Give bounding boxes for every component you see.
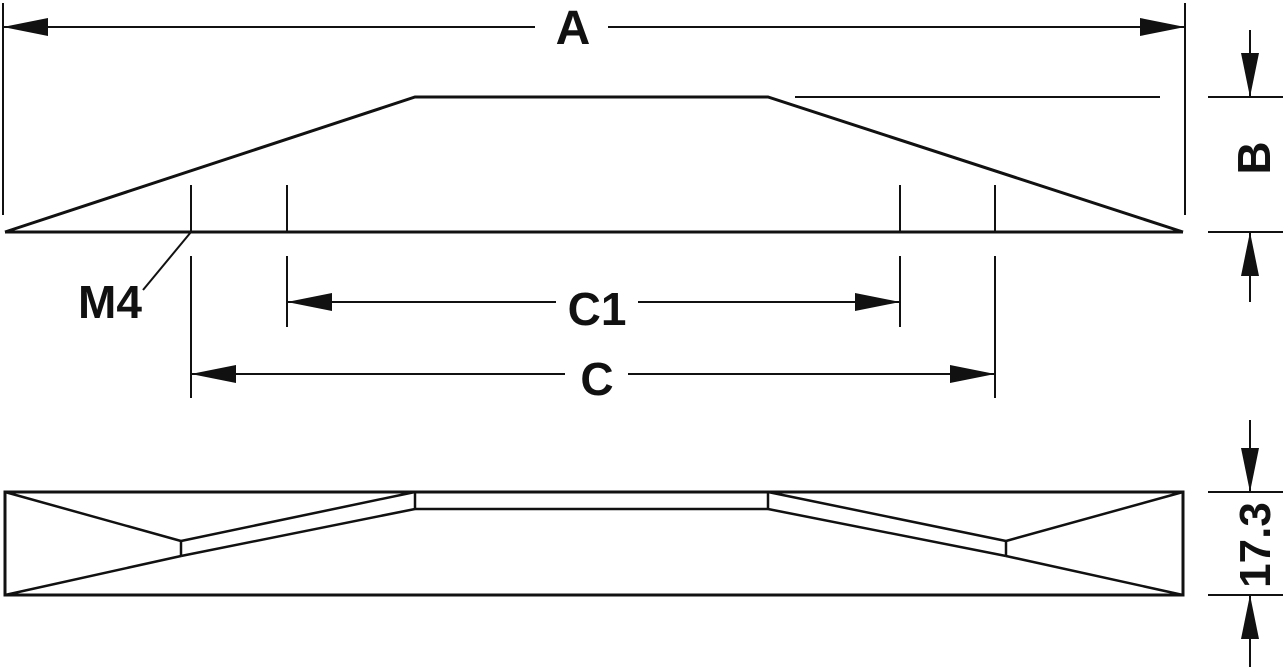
a-arrow-right bbox=[1140, 18, 1185, 36]
c1-arrow-left bbox=[287, 293, 332, 311]
c1-label: C1 bbox=[568, 283, 627, 335]
handle-profile-outline bbox=[4, 95, 1184, 234]
front-view bbox=[3, 490, 1185, 597]
dimension-b: B bbox=[1208, 30, 1283, 302]
front-left-ramp-bottom bbox=[180, 507, 416, 558]
a-arrow-left bbox=[3, 18, 48, 36]
m4-leader-line bbox=[142, 231, 192, 291]
c-arrow-right bbox=[950, 365, 995, 383]
a-label: A bbox=[556, 2, 591, 55]
dimension-c: C bbox=[190, 256, 996, 405]
dimension-height: 17.3 bbox=[1208, 420, 1283, 667]
c1-arrow-right bbox=[855, 293, 900, 311]
dimension-a: A bbox=[2, 2, 1186, 215]
front-right-ramp-bottom bbox=[767, 507, 1007, 558]
m4-callout: M4 bbox=[78, 231, 192, 328]
b-arrow-bottom bbox=[1241, 232, 1259, 276]
c-label: C bbox=[580, 353, 613, 405]
m4-label: M4 bbox=[78, 276, 142, 328]
front-outer-frame bbox=[3, 490, 1185, 597]
dimension-c1: C1 bbox=[286, 256, 901, 335]
front-left-lower-diagonal bbox=[4, 554, 182, 597]
front-right-upper-diagonal bbox=[1005, 490, 1184, 543]
front-right-lower-diagonal bbox=[1005, 554, 1184, 597]
front-left-upper-diagonal bbox=[4, 490, 182, 543]
c-arrow-left bbox=[191, 365, 236, 383]
height-arrow-bottom bbox=[1241, 595, 1259, 639]
height-arrow-top bbox=[1241, 448, 1259, 492]
height-label: 17.3 bbox=[1231, 502, 1280, 588]
front-left-ramp-top bbox=[180, 490, 416, 543]
b-label: B bbox=[1228, 141, 1280, 174]
b-arrow-top bbox=[1241, 53, 1259, 97]
side-profile-view bbox=[4, 95, 1184, 234]
front-right-ramp-top bbox=[767, 490, 1007, 543]
